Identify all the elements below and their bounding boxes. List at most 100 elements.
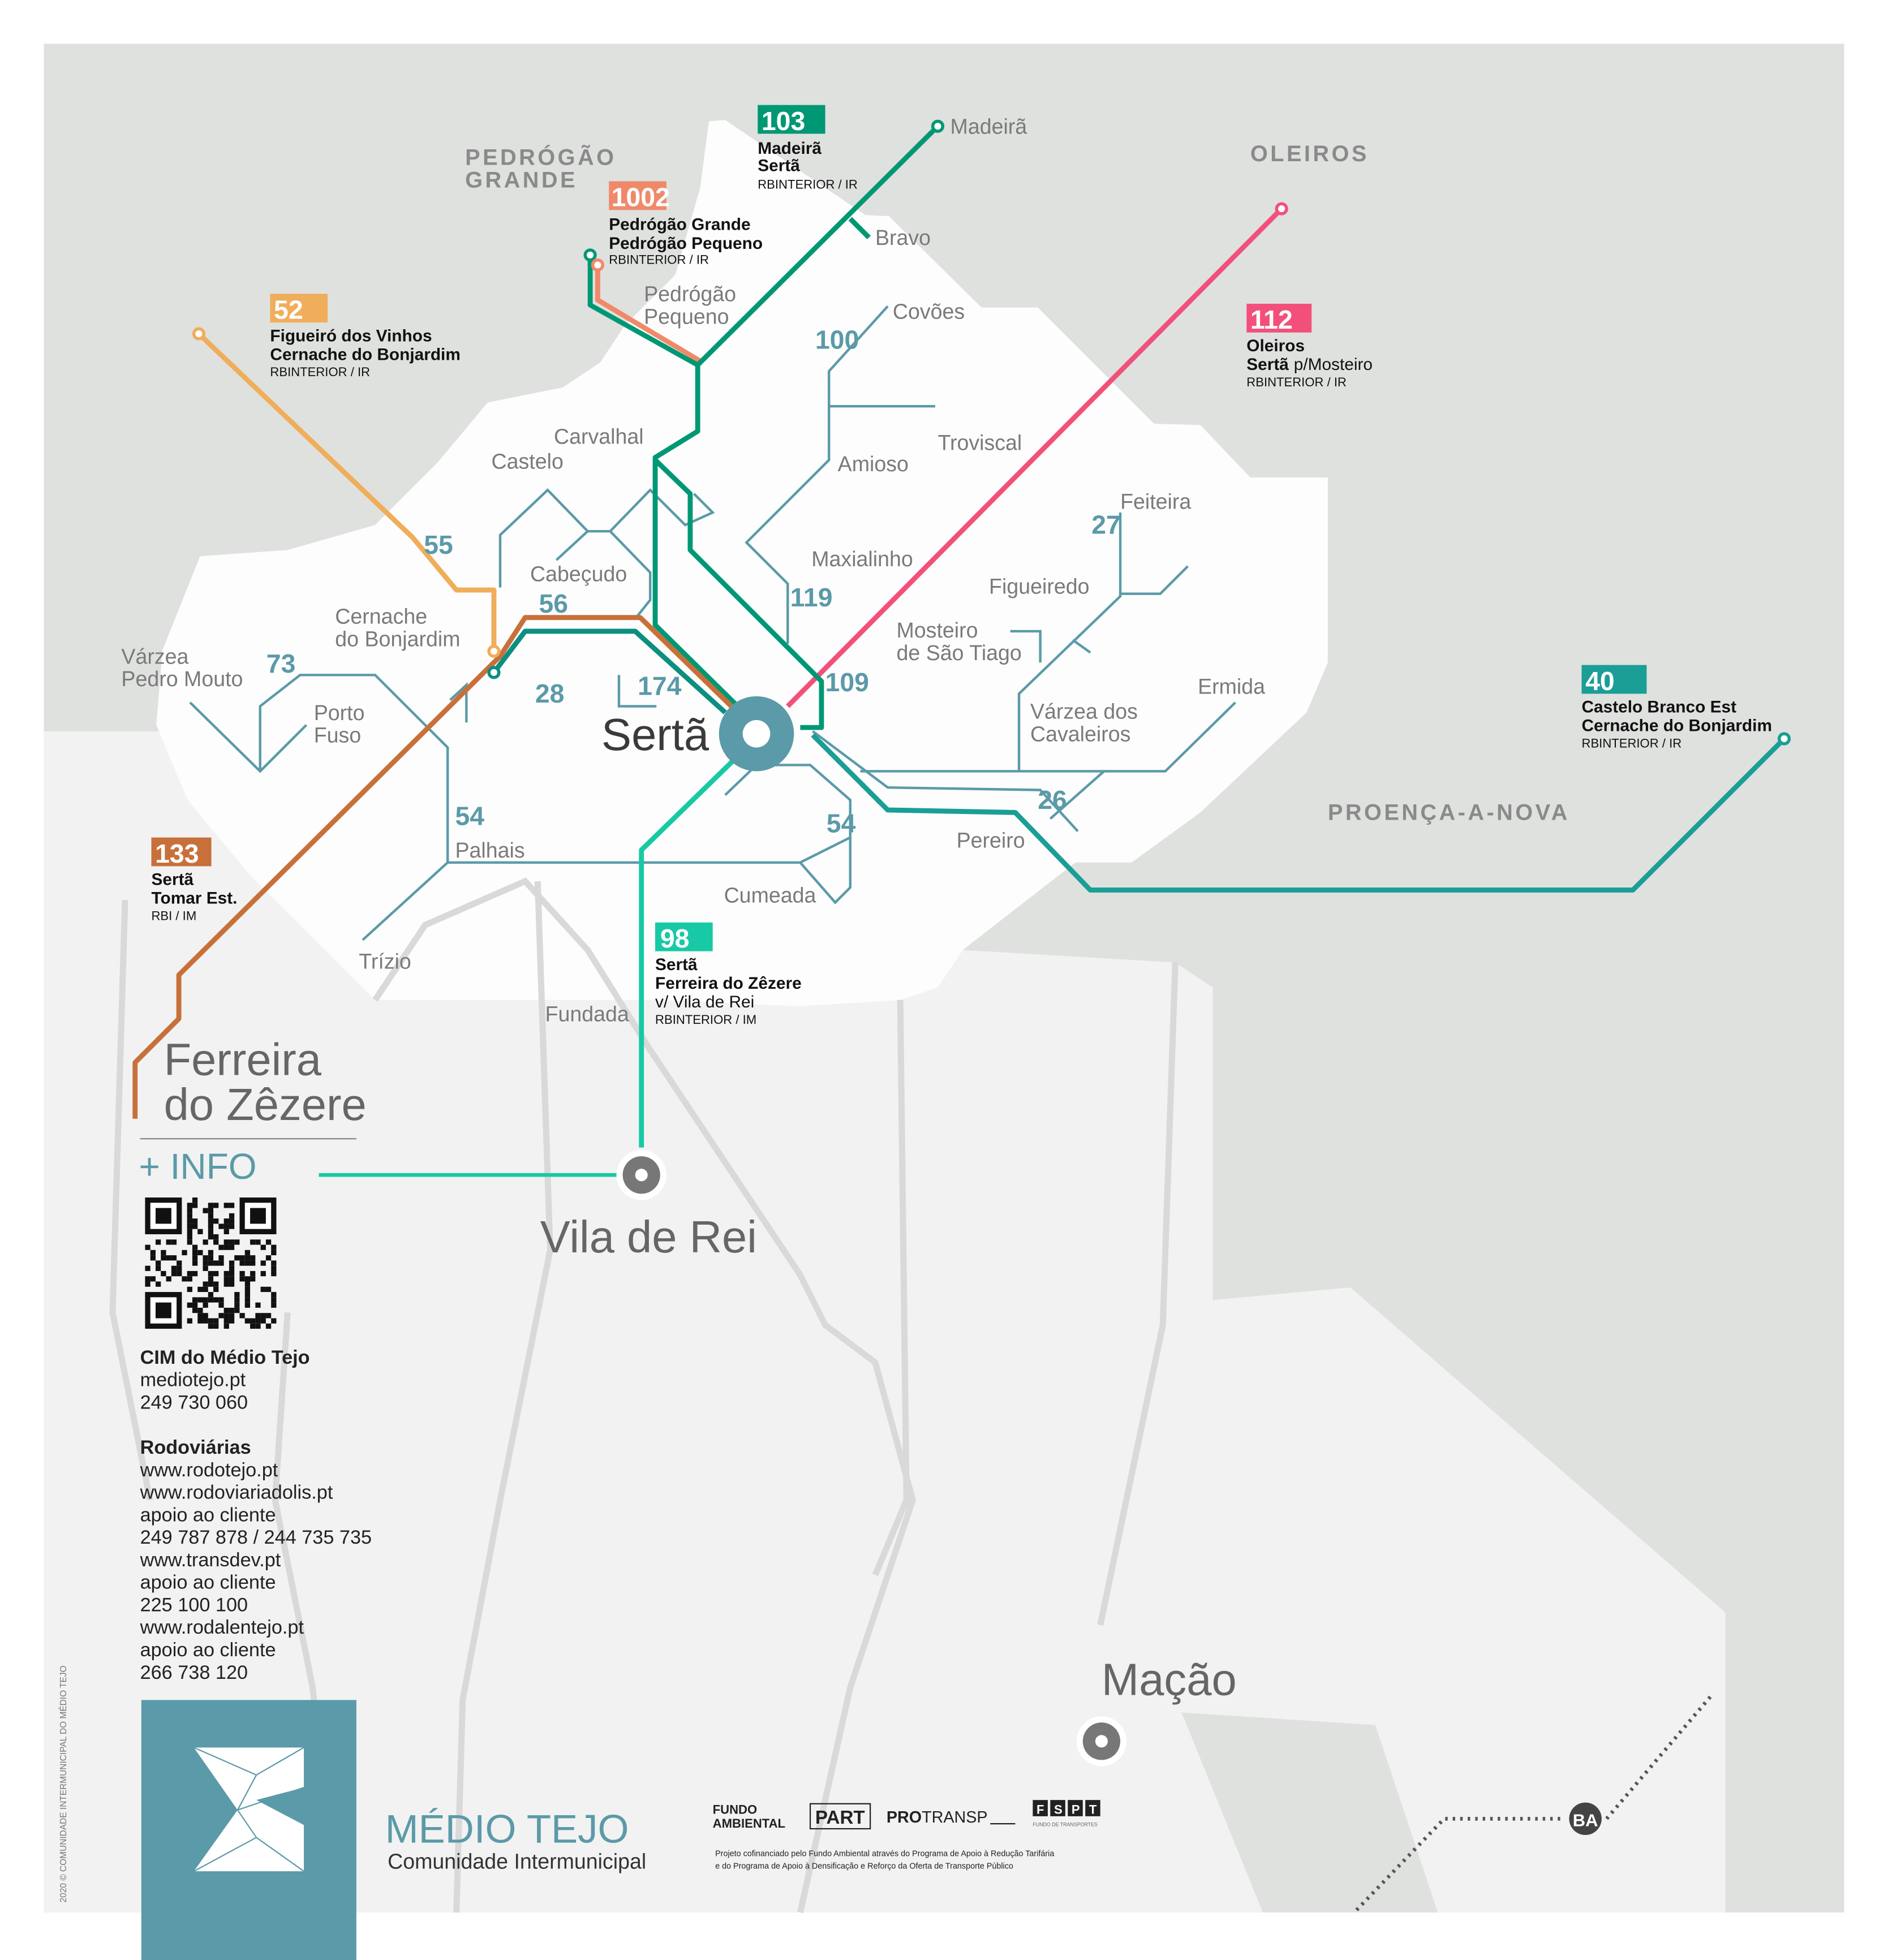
place-maxialinho: Maxialinho [811, 547, 913, 571]
region-pedrogao-2: GRANDE [465, 167, 578, 192]
line-56: 56 [539, 589, 569, 618]
place-pereiro: Pereiro [957, 828, 1025, 852]
route-103-line[interactable] [652, 124, 940, 708]
legend-operator: RBINTERIOR / IR [270, 365, 370, 379]
line-119: 119 [790, 583, 833, 612]
legend-line2: Ferreira do Zêzere [655, 974, 802, 993]
route-1002-line[interactable] [595, 265, 704, 365]
svg-text:P: P [1072, 1802, 1080, 1816]
brand-subtitle: Comunidade Intermunicipal [388, 1850, 646, 1873]
legend-number: 103 [762, 106, 805, 136]
place-castelo: Castelo [492, 450, 564, 473]
part-logo: PART [809, 1803, 871, 1830]
route-103-pedrogao-branch[interactable] [587, 255, 699, 368]
legend-number: 52 [274, 295, 303, 325]
route-98-line[interactable] [639, 754, 739, 1148]
place-covoes: Covões [893, 300, 965, 324]
operator-info-line[interactable]: www.transdev.pt [140, 1549, 281, 1571]
operator-info-line[interactable]: www.rodalentejo.pt [140, 1617, 304, 1638]
legend-line3: v/ Vila de Rei [655, 993, 754, 1011]
vila-de-rei-hub-icon[interactable] [616, 1150, 666, 1200]
legend-number: 112 [1250, 305, 1293, 334]
place-trizio: Trízio [359, 950, 411, 973]
place-porto-2: Fuso [314, 723, 361, 747]
place-ermida: Ermida [1198, 674, 1265, 698]
place-porto-1: Porto [314, 701, 365, 725]
operator-info-line[interactable]: www.rodotejo.pt [140, 1459, 278, 1481]
route-103-bravo-branch[interactable] [848, 217, 871, 239]
legend-operator: RBINTERIOR / IR [1246, 375, 1347, 389]
svg-text:FUNDO: FUNDO [713, 1802, 758, 1816]
route-28-line[interactable] [492, 628, 727, 714]
legend-line1: Oleiros [1246, 337, 1305, 355]
bus-routes [132, 119, 1791, 1177]
place-troviscal: Troviscal [937, 431, 1022, 455]
sigma-logo-icon [193, 1747, 304, 1872]
operator-info-line: apoio ao cliente [140, 1639, 276, 1661]
place-bravo: Bravo [875, 226, 931, 249]
route-133-line[interactable] [132, 615, 739, 1119]
route-52-line[interactable] [197, 331, 497, 651]
legend-route-52[interactable]: 52 Figueiró dos Vinhos Cernache do Bonja… [270, 294, 461, 379]
place-carvalhal: Carvalhal [554, 424, 644, 448]
legend-operator: RBINTERIOR / IR [758, 178, 858, 192]
legend-operator: RBI / IM [151, 908, 196, 923]
legend-operator: RBINTERIOR / IR [609, 252, 709, 266]
legend-number: 98 [660, 924, 690, 953]
operator-info-line: apoio ao cliente [140, 1572, 276, 1593]
macao-hub-icon[interactable] [1076, 1716, 1127, 1767]
svg-text:AMBIENTAL: AMBIENTAL [713, 1816, 785, 1830]
serta-hub-icon[interactable] [719, 696, 794, 772]
legend-line1: Figueiró dos Vinhos [270, 326, 432, 345]
ba-badge-label: BA [1573, 1811, 1598, 1830]
legend-route-103[interactable]: 103 Madeirã Sertã RBINTERIOR / IR [758, 105, 858, 192]
legend-number: 133 [155, 839, 199, 868]
bottom-right-area [1181, 1712, 1438, 1913]
place-palhais: Palhais [455, 838, 524, 862]
ba-station-badge[interactable]: BA [1569, 1802, 1602, 1836]
legend-route-1002[interactable]: 1002 Pedrógão Grande Pedrógão Pequeno RB… [609, 181, 763, 266]
local-lines [189, 305, 1236, 941]
line-number-labels: 100 55 56 73 28 174 109 119 27 26 54 54 [266, 325, 1121, 838]
legend-line1: Sertã [151, 871, 193, 889]
brand-name: MÉDIO TEJO [385, 1806, 629, 1851]
line-54-west: 54 [455, 801, 484, 830]
legend-line2: Tomar Est. [151, 889, 237, 908]
region-oleiros: OLEIROS [1250, 141, 1369, 166]
legend-route-133[interactable]: 133 Sertã Tomar Est. RBI / IM [151, 837, 237, 923]
route-103-mosteiro-branch[interactable] [653, 458, 824, 730]
info-title: + INFO [139, 1146, 256, 1187]
funding-note-2: e do Programa de Apoio à Densificação e … [715, 1862, 1013, 1871]
legend-line2: Pedrógão Pequeno [609, 234, 763, 253]
legend-route-40[interactable]: 40 Castelo Branco Est Cernache do Bonjar… [1581, 665, 1772, 751]
place-pp-1: Pedrógão [644, 282, 736, 306]
operator-info-line[interactable]: www.rodoviariadolis.pt [140, 1482, 333, 1504]
legend-line1: Castelo Branco Est [1582, 698, 1737, 717]
place-amioso: Amioso [838, 452, 909, 476]
line-109: 109 [825, 667, 869, 697]
funding-note-1: Projeto cofinanciado pelo Fundo Ambienta… [715, 1850, 1054, 1859]
legend-line2: Cernache do Bonjardim [1582, 717, 1772, 735]
svg-text:F: F [1037, 1802, 1044, 1816]
route-112-line[interactable] [786, 206, 1284, 708]
legend-route-98[interactable]: 98 Sertã Ferreira do Zêzere v/ Vila de R… [655, 922, 802, 1027]
line-28: 28 [535, 679, 565, 708]
cim-site[interactable]: mediotejo.pt [140, 1369, 246, 1391]
background-roads [109, 877, 1179, 1914]
legend-operator: RBINTERIOR / IM [655, 1013, 756, 1027]
qr-code[interactable] [145, 1197, 277, 1329]
place-fundada: Fundada [545, 1002, 629, 1026]
medio-tejo-logo [141, 1700, 356, 1960]
legend-line2: Cernache do Bonjardim [270, 345, 460, 364]
region-pedrogao-1: PEDRÓGÃO [465, 144, 616, 170]
legend-line1: Madeirã [758, 139, 822, 158]
route-40-line[interactable] [811, 733, 1786, 893]
line-26: 26 [1038, 785, 1067, 815]
route-endpoints [192, 119, 1791, 746]
fspt-logo: F S P T FUNDO DE TRANSPORTES [1033, 1800, 1100, 1828]
town-macao: Mação [1102, 1655, 1237, 1705]
place-labels: Madeirã Bravo Covões Pedrógão Pequeno Ca… [121, 114, 1265, 1026]
line-73: 73 [266, 649, 296, 678]
